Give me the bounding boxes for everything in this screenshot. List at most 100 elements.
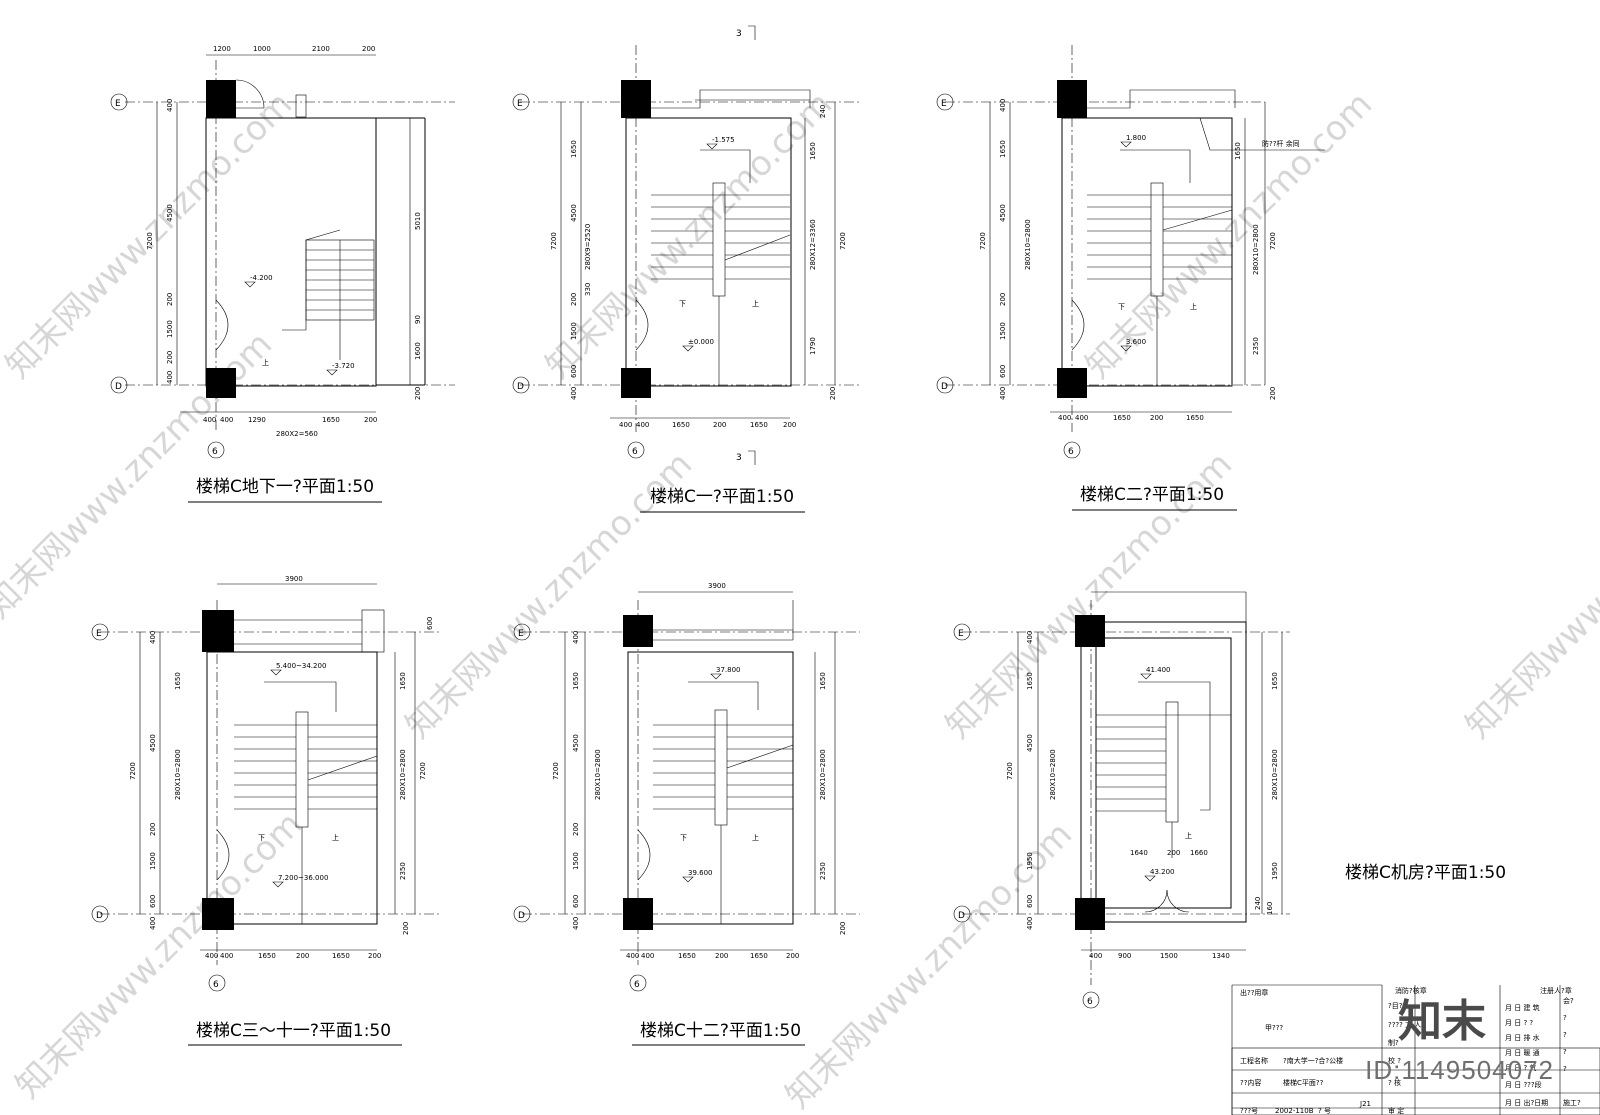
dim-bottom: 400 (636, 421, 649, 429)
row-far: ? (1563, 1048, 1567, 1056)
number-value: 2002-110B (1275, 1107, 1314, 1115)
axis-label-6: 6 (212, 447, 218, 457)
dim-bottom: 280X2=560 (276, 430, 318, 438)
dim-left: 1500 (572, 852, 580, 870)
dim-right: 200 (414, 387, 422, 400)
plan-title: 楼梯C地下一?平面1:50 (196, 477, 374, 497)
dim-left: 200 (166, 293, 174, 306)
dim-top: 3900 (708, 582, 726, 590)
dim-left: 1650 (570, 140, 578, 158)
dim-left: 1500 (999, 322, 1007, 340)
plan-floors-3-11: E D 6 3900 600 7200 4 (91, 575, 440, 1046)
dim-right: 1650 (1271, 672, 1279, 690)
level-mark: 1.800 (1126, 134, 1146, 142)
dim-left: 1500 (166, 320, 174, 338)
dim-left: 400 (999, 387, 1007, 400)
stair-word: 上 (752, 833, 759, 842)
dim-bottom: 1650 (750, 421, 768, 429)
dim-right: 2350 (819, 862, 827, 880)
dim-bottom: 1650 (332, 952, 350, 960)
dim-left: 600 (1026, 895, 1034, 908)
dim-left: 400 (1026, 631, 1034, 644)
dim-left: 7200 (979, 232, 987, 250)
sheet-no: J21 (1359, 1100, 1371, 1108)
row-right: 月 日 排 水 (1505, 1033, 1540, 1042)
axis-label-6: 6 (1087, 997, 1093, 1007)
level-mark: 3.600 (1126, 338, 1146, 346)
dim-bottom: 1340 (1212, 952, 1230, 960)
row-far: 会? (1563, 996, 1574, 1005)
dim-bottom: 1650 (750, 952, 768, 960)
dim-right: 7200 (839, 232, 847, 250)
axis-bubble-6 (207, 441, 225, 459)
dim-bottom: 400 (220, 416, 233, 424)
row-left: ???? 方 人 (1388, 1020, 1421, 1029)
dim-bottom: 200 (364, 416, 377, 424)
section-mark: 3 (736, 29, 742, 39)
dim-left: 4500 (570, 204, 578, 222)
dim-left: 1650 (174, 672, 182, 690)
dim-left: 280X10=2800 (174, 749, 182, 800)
level-mark: 5.400~34.200 (276, 662, 326, 670)
row-far: ? (1563, 1065, 1567, 1073)
axis-label-d: D (96, 911, 103, 921)
plan-title: 楼梯C三～十一?平面1:50 (196, 1021, 391, 1041)
dim-left: 400 (570, 387, 578, 400)
dim-bottom: 1650 (1186, 414, 1204, 422)
dim-left: 400 (166, 371, 174, 384)
level-mark: 41.400 (1146, 666, 1171, 674)
row-far: ? (1563, 1014, 1567, 1022)
dim-left: 200 (572, 823, 580, 836)
watermark-site: 知末网www.znzmo.com (1458, 444, 1600, 746)
dim-bottom: 1640 (1130, 849, 1148, 857)
row-left: 审 定 (1388, 1106, 1404, 1115)
axis-label-e: E (96, 629, 102, 639)
axis-label-e: E (518, 629, 524, 639)
dim-left: 7200 (129, 762, 137, 780)
note-railing: 防??杆 余同 (1262, 139, 1300, 148)
dim-left: 280X10=2800 (1024, 219, 1032, 270)
dim-bottom: 900 (1118, 952, 1131, 960)
row-far: ? (1563, 1031, 1567, 1039)
dim-right: 240 (819, 105, 827, 118)
dim-left: 7200 (1006, 762, 1014, 780)
axis-label-d: D (518, 911, 525, 921)
axis-bubble-d (110, 376, 128, 394)
plan-title: 楼梯C机房?平面1:50 (1345, 863, 1506, 883)
dim-right: 280X10=2800 (1271, 749, 1279, 800)
dim-left: 600 (572, 895, 580, 908)
level-mark: 37.800 (716, 666, 741, 674)
stair-word: 下 (258, 834, 265, 842)
dim-right: 1650 (399, 672, 407, 690)
dim-left: 200 (149, 823, 157, 836)
section-mark: 3 (736, 453, 742, 463)
dim-left: 1950 (1026, 852, 1034, 870)
stair-word: 上 (1185, 831, 1192, 840)
dim-right: 200 (829, 387, 837, 400)
dim-left: 1500 (570, 322, 578, 340)
axis-label-e: E (941, 99, 947, 109)
stair-word: 上 (1190, 302, 1197, 311)
dim-bottom: 200 (715, 952, 728, 960)
row-right: 月 日 ? ? (1505, 1019, 1533, 1027)
watermark-site: 知末网www.znzmo.com (1078, 84, 1380, 386)
axis-label-6: 6 (213, 980, 219, 990)
axis-label-d: D (941, 382, 948, 392)
dim-bottom: 200 (783, 421, 796, 429)
stair-word: 上 (332, 833, 339, 842)
plan-title: 楼梯C一?平面1:50 (650, 487, 794, 507)
dim-bottom: 400 (205, 952, 218, 960)
level-mark: 43.200 (1150, 868, 1175, 876)
dim-right: 1600 (414, 342, 422, 360)
dim-left: 400 (572, 631, 580, 644)
dim-bottom: 1290 (248, 416, 266, 424)
watermarks: 知末网www.znzmo.com 知末网www.znzmo.com 知末网www… (0, 84, 1600, 1115)
dim-left: 1500 (149, 852, 157, 870)
dim-bottom: 1650 (678, 952, 696, 960)
dim-bottom: 400 (626, 952, 639, 960)
dim-left: 200 (570, 293, 578, 306)
dim-top: 200 (362, 45, 375, 53)
dim-left: 200 (166, 351, 174, 364)
stair-word: 下 (679, 300, 686, 308)
plan-title: 楼梯C十二?平面1:50 (640, 1021, 801, 1041)
